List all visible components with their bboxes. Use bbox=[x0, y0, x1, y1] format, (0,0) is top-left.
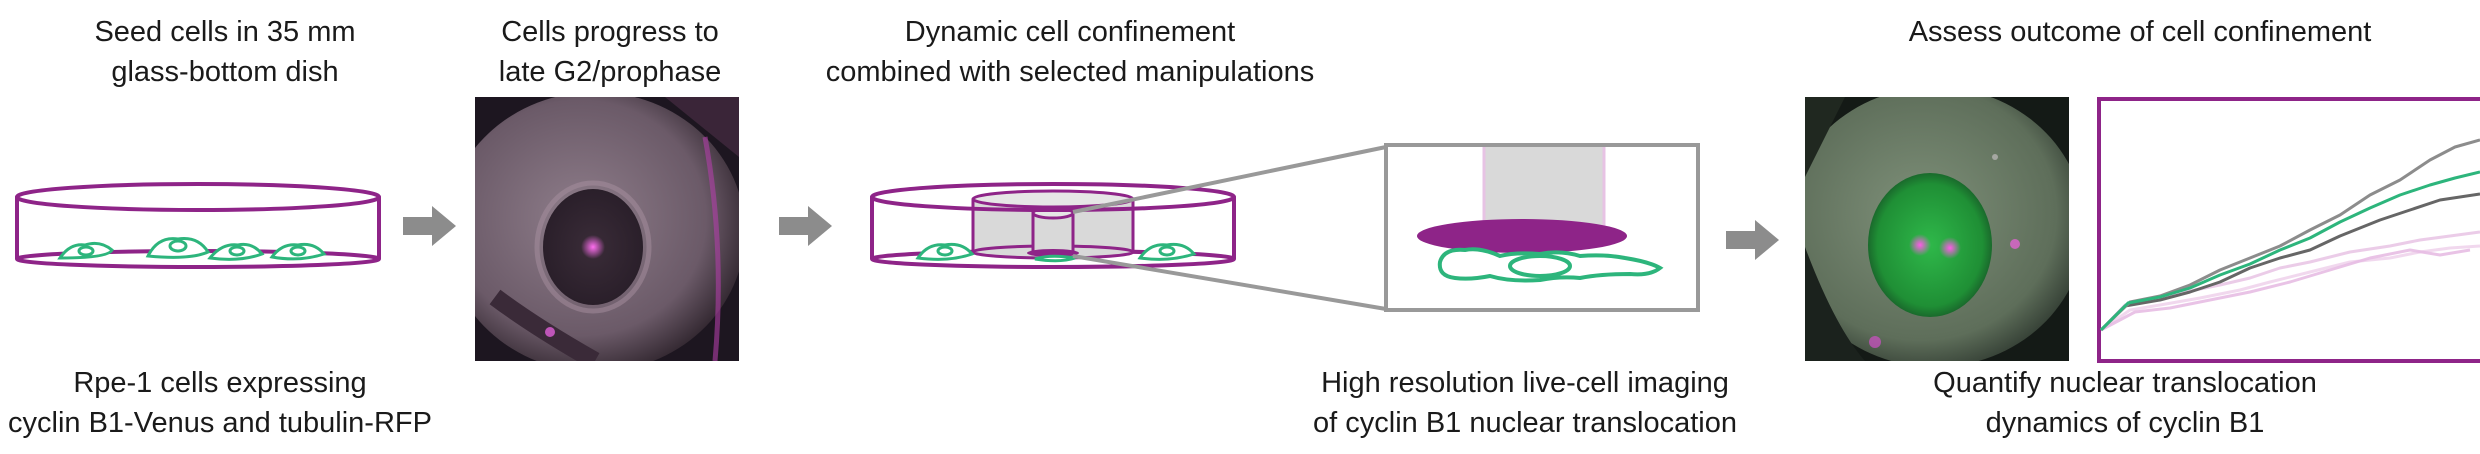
seed-caption-line1: Rpe-1 cells expressing bbox=[73, 367, 367, 399]
confine-caption-line1: High resolution live-cell imaging bbox=[1321, 367, 1729, 399]
glass-bottom-dish bbox=[15, 182, 381, 269]
confine-title-line2: combined with selected manipulations bbox=[825, 56, 1315, 88]
zoom-line-top bbox=[1072, 145, 1387, 214]
assess-caption-line2: dynamics of cyclin B1 bbox=[1985, 407, 2265, 439]
progress-title-line1: Cells progress to bbox=[501, 16, 719, 48]
seed-title: Seed cells in 35 mm glass-bottom dish bbox=[70, 12, 380, 92]
assess-caption-line1: Quantify nuclear translocation bbox=[1933, 367, 2317, 399]
zoom-inset bbox=[1384, 143, 1700, 312]
micrograph-translocation-image bbox=[1805, 97, 2069, 361]
micrograph-prophase bbox=[475, 97, 739, 361]
assess-title-line1: Assess outcome of cell confinement bbox=[1908, 16, 2372, 48]
seeded-cells bbox=[57, 237, 327, 261]
confinement-dish bbox=[870, 182, 1236, 269]
assess-title: Assess outcome of cell confinement bbox=[1880, 12, 2400, 52]
confinement-device bbox=[971, 189, 1135, 260]
confiner-piston bbox=[1417, 219, 1627, 253]
seed-caption-line2: cyclin B1-Venus and tubulin-RFP bbox=[8, 407, 432, 439]
seed-title-line1: Seed cells in 35 mm bbox=[94, 16, 356, 48]
micrograph-translocation bbox=[1805, 97, 2069, 361]
seed-caption: Rpe-1 cells expressing cyclin B1-Venus a… bbox=[0, 363, 440, 443]
confine-title: Dynamic cell confinement combined with s… bbox=[800, 12, 1340, 92]
trace-light-3 bbox=[2100, 248, 2471, 332]
arrow-2 bbox=[779, 206, 832, 246]
assess-caption: Quantify nuclear translocation dynamics … bbox=[1900, 363, 2350, 443]
micrograph-prophase-image bbox=[475, 97, 739, 361]
confined-cells bbox=[915, 242, 1197, 263]
progress-title-line2: late G2/prophase bbox=[498, 56, 722, 88]
trace-gray-1 bbox=[2099, 192, 2480, 332]
confine-title-line1: Dynamic cell confinement bbox=[904, 16, 1236, 48]
arrow-3 bbox=[1726, 220, 1779, 260]
confined-cell-outline bbox=[1437, 247, 1664, 283]
arrow-1 bbox=[403, 206, 456, 246]
zoom-line-bottom bbox=[1072, 254, 1387, 311]
seed-title-line2: glass-bottom dish bbox=[111, 56, 339, 88]
confine-caption-line2: of cyclin B1 nuclear translocation bbox=[1313, 407, 1737, 439]
confine-caption: High resolution live-cell imaging of cyc… bbox=[1300, 363, 1750, 443]
progress-title: Cells progress to late G2/prophase bbox=[460, 12, 760, 92]
translocation-graph bbox=[2097, 97, 2480, 363]
trace-green bbox=[2099, 170, 2480, 332]
